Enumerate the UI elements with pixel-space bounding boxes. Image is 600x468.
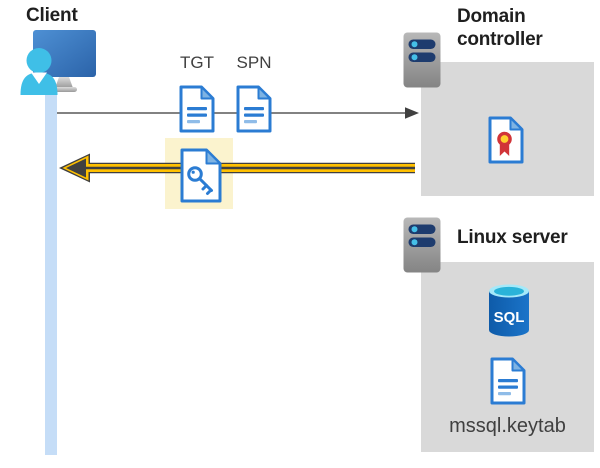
spn-ticket-label: SPN: [236, 53, 272, 72]
user-icon: [20, 48, 58, 95]
key-document-icon: [180, 148, 222, 203]
sql-database-icon: SQL: [489, 284, 529, 337]
sql-label: SQL: [494, 309, 525, 326]
client-lifeline: [45, 88, 57, 455]
domain-controller-server-icon: [403, 32, 441, 88]
domain-controller-node-label: Domain controller: [457, 6, 543, 50]
response-arrow: [59, 153, 415, 183]
linux-server-host-icon: [403, 217, 441, 273]
client-node-label: Client: [26, 5, 78, 26]
client-icon: [20, 30, 96, 95]
linux-server-node-label: Linux server: [457, 227, 568, 248]
keytab-file-label: mssql.keytab: [449, 415, 566, 437]
keytab-file-icon: [490, 357, 526, 405]
tgt-ticket-label: TGT: [180, 53, 214, 72]
tgt-ticket-icon: [179, 85, 215, 133]
spn-ticket-icon: [236, 85, 272, 133]
certificate-icon: [488, 116, 524, 164]
